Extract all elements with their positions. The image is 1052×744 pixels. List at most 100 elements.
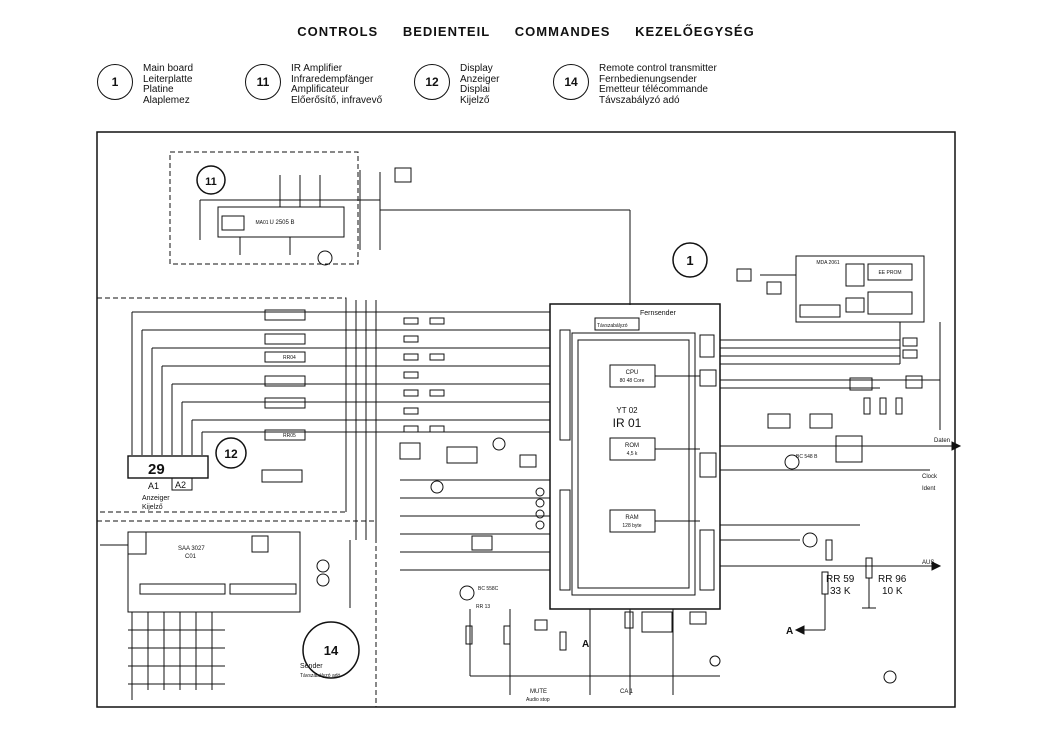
rr59-value: 33 K [830,586,851,597]
ir-led [316,573,330,587]
legend-line: Main board [143,63,194,74]
supply-box-3 [849,377,873,391]
jumper [535,509,545,519]
board-1-small-marker [883,670,897,684]
rr04-label: RR04 [283,355,296,361]
rr13-label: RR 13 [476,604,490,610]
driver-block [251,535,269,553]
display-digit-box [171,477,193,491]
ir-amp-ref-label: MA01 [255,220,268,226]
transistor-block [767,413,791,429]
resistor [429,317,445,325]
test-point [709,655,721,667]
display-a1: A1 [148,481,159,491]
tavszabalyzo-label: Távszabályzó [597,323,628,329]
supply-box [689,611,707,625]
led-driver [264,351,306,363]
right-bus [720,322,962,635]
resistor [429,353,445,361]
resistor [403,317,419,325]
bc338-block [446,446,478,464]
seven-segment-display [127,455,209,479]
supply-box-2 [766,281,782,295]
legend-display: 12 Display Anzeiger Displai Kijelző [414,63,499,106]
ir-amp-ic-label: U 2505 B [269,220,294,226]
board-11-small-marker [317,250,333,266]
legend-line: Remote control transmitter [599,63,717,74]
resistor [902,337,918,347]
eeprom-frame [795,255,925,323]
ir01-line1: YT 02 [616,406,638,415]
sender-sub-label: Távszabályzó adó [300,673,341,679]
ident-label: Ident [922,486,936,492]
rr96-value: 10 K [882,586,903,597]
resistor-vert [863,397,871,415]
supply-box [471,535,493,551]
title-en: CONTROLS [297,24,379,39]
ca-label: CA 1 [620,689,634,695]
board-12-marker [215,437,247,469]
board-1-marker [672,242,708,278]
main-board-frame [96,131,956,708]
arrow-a2-label: A [582,639,589,650]
port-bus-right-lower [699,529,715,591]
cp-block [699,369,717,387]
board-11-label: 11 [205,176,217,188]
sender-label: Sender [300,663,323,670]
bc548-block [641,611,673,633]
transistor-block [399,442,421,460]
anzeiger-label: Anzeiger [142,495,170,502]
led-driver [264,397,306,409]
legend-number: 1 [97,64,133,100]
transistor-out [802,532,818,548]
remanence-block [867,291,913,315]
resistor [403,407,419,415]
led-driver [264,429,306,441]
resistor-vert [559,631,567,651]
ram-label: RAM [625,515,638,521]
resistor [403,335,419,343]
legend-line: Kijelző [460,94,490,106]
legend-line: Alaplemez [143,94,190,106]
left-bus [131,300,550,540]
legend-line: Display [460,63,493,74]
supply-box-4 [905,375,923,389]
bc558-label: BC 558C [478,586,499,592]
jumper [535,520,545,530]
mute-label: MUTE [530,689,547,695]
ir01-core [571,332,696,596]
fernsender-label: Fernsender [640,310,676,317]
arrow-aus [931,561,942,571]
rr05-label: RR05 [283,433,296,439]
legend-text: Display Anzeiger Displai Kijelző [460,63,499,106]
tavszabalyzo-block [594,317,640,331]
mda-block-2 [845,297,865,313]
mda-label: MDA 2061 [816,260,840,266]
resistor-vert [895,397,903,415]
resistor [429,425,445,433]
kijelzo-label: Kijelző [142,504,163,511]
legend-text: Main board Leiterplatte Platine Alapleme… [143,63,194,106]
resistor-vert [825,539,833,561]
resistor-vert [879,397,887,415]
ee-prom-label: EE PROM [878,270,901,276]
display-module [127,309,306,491]
cpu-sub-label: 80 48 Core [620,378,645,384]
led-driver [264,375,306,387]
led-driver [261,469,303,483]
lower-middle-section [399,437,721,695]
legend-main-board: 1 Main board Leiterplatte Platine Alaple… [97,63,194,106]
ir01-package [549,303,721,610]
legend-line: Amplificateur [291,84,349,95]
resistor [403,371,419,379]
ir-led [316,559,330,573]
ir-amp-boundary [169,151,359,265]
page-title: CONTROLS BEDIENTEIL COMMANDES KEZELŐEGYS… [0,24,1052,39]
ir-amplifier-board [196,165,631,305]
legend-ir-amplifier: 11 IR Amplifier Infraredempfänger Amplif… [245,63,383,106]
resistor [403,353,419,361]
legend-line: Előerősítő, infravevő [291,94,383,106]
middle-resistors [403,317,445,433]
board-1-label: 1 [686,253,693,268]
